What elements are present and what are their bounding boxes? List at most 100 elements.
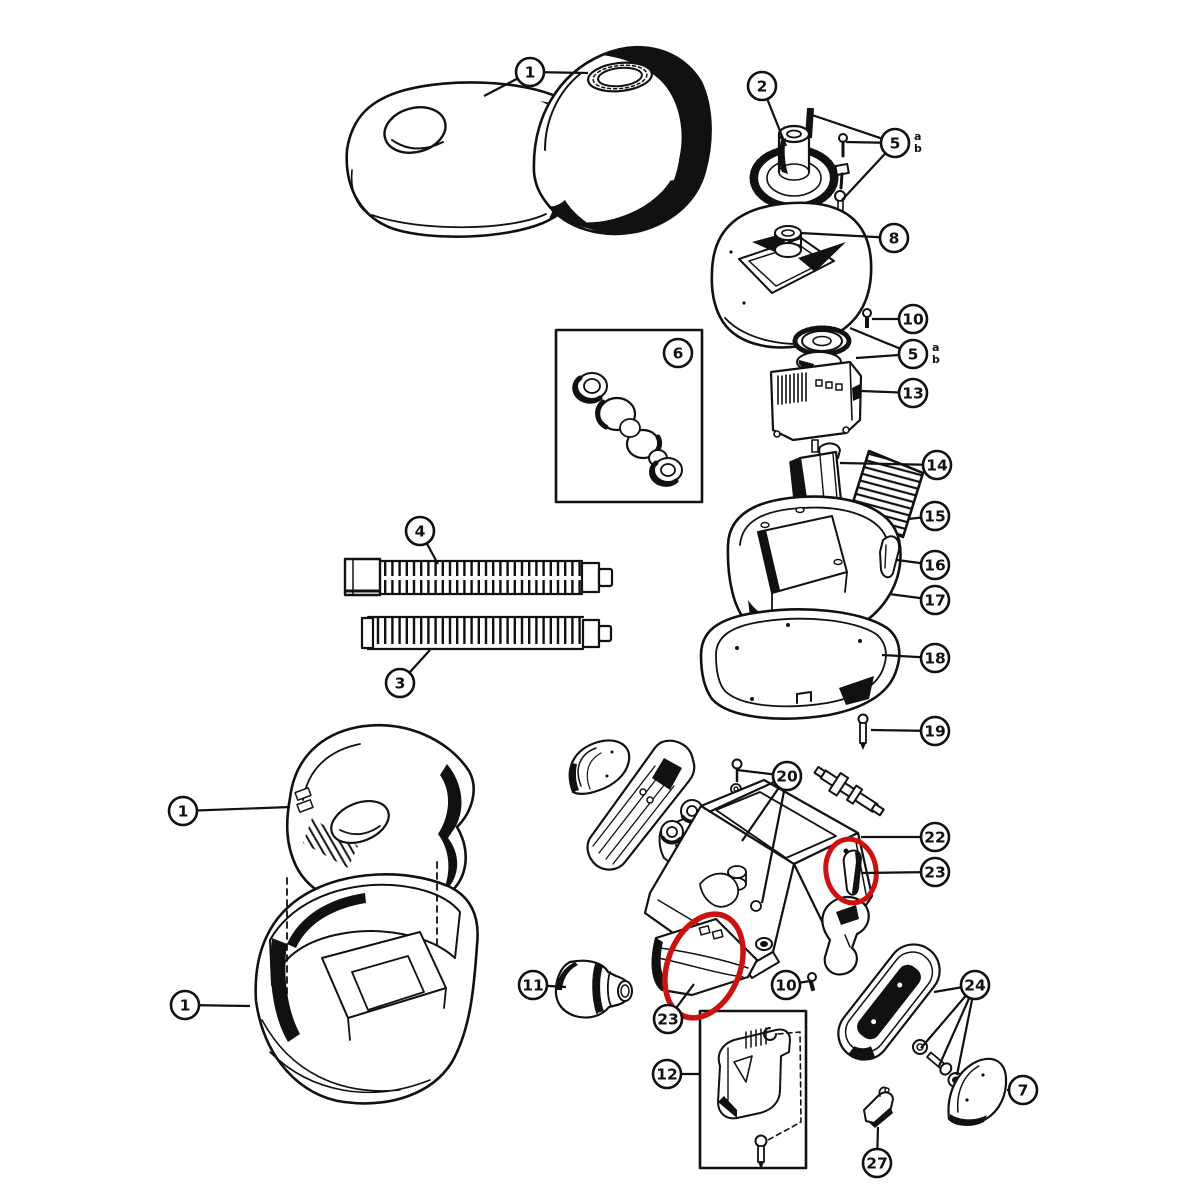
callout-12: 12 (651, 1058, 700, 1090)
part-cone-11 (554, 959, 633, 1019)
callout-number-1-base: 1 (180, 997, 191, 1015)
callout-circle-20 (771, 760, 803, 792)
callout-13: 13 (860, 377, 929, 409)
part-motor-block (769, 360, 863, 453)
callout-circle-1-top (514, 56, 546, 88)
callout-sub-5-mid-b: b (932, 353, 940, 366)
callout-20: 20 (708, 760, 803, 904)
callout-circle-18 (919, 642, 951, 674)
callout-number-13: 13 (902, 385, 924, 403)
callout-number-24: 24 (964, 977, 986, 995)
callout-14: 14 (839, 449, 953, 481)
part-top-cover-dome (532, 46, 712, 236)
callout-sub-5-top-b: b (914, 142, 922, 155)
callout-4: 4 (404, 515, 439, 565)
callout-8: 8 (799, 222, 910, 254)
callout-circle-3 (384, 667, 416, 699)
callout-15: 15 (907, 500, 951, 532)
callout-circle-10-top (897, 303, 929, 335)
callout-24: 24 (920, 969, 991, 1076)
part-screw-5a (838, 133, 848, 158)
callout-1-top: 1 (483, 56, 589, 97)
part-impeller-stack (792, 325, 852, 373)
highlight-circle-part23-right (823, 836, 879, 906)
callout-number-22: 22 (924, 829, 946, 847)
callout-number-16: 16 (924, 557, 946, 575)
leader-line-8 (799, 231, 895, 240)
callout-number-27: 27 (866, 1155, 888, 1173)
callout-circle-23-bottom (652, 1003, 684, 1035)
part-clip-16 (879, 535, 901, 579)
callout-circle-1-mid (167, 795, 199, 827)
callout-number-8: 8 (889, 230, 900, 248)
part-bottom-plate (699, 608, 901, 720)
callout-number-15: 15 (924, 508, 946, 526)
callout-circle-10-bottom (770, 969, 802, 1001)
callout-number-20: 20 (776, 768, 798, 786)
callout-circle-14 (921, 449, 953, 481)
callout-number-1-top: 1 (525, 64, 536, 82)
part-axle (813, 765, 885, 817)
part-vane-23-right (842, 849, 862, 896)
callout-circle-8 (878, 222, 910, 254)
callout-number-2: 2 (757, 78, 768, 96)
callout-sub-5-top-a: a (914, 130, 921, 143)
callout-27: 27 (861, 1126, 893, 1179)
part-bracket-kit-box (698, 1009, 808, 1170)
callout-23-bottom: 23 (652, 983, 695, 1035)
callout-circle-15 (919, 500, 951, 532)
callout-7: 7 (1007, 1074, 1039, 1106)
callout-2: 2 (746, 70, 788, 147)
callout-1-base: 1 (169, 989, 251, 1021)
callout-circle-7 (1007, 1074, 1039, 1106)
callout-number-7: 7 (1018, 1082, 1029, 1100)
callout-circle-23-right (919, 856, 951, 888)
callout-number-23-right: 23 (924, 864, 946, 882)
callout-sub-5-mid-a: a (932, 341, 939, 354)
callout-16: 16 (896, 549, 951, 581)
callout-circle-17 (919, 584, 951, 616)
callout-22: 22 (861, 821, 951, 853)
callout-10-top: 10 (872, 303, 929, 335)
callout-circle-27 (861, 1147, 893, 1179)
callout-number-4: 4 (415, 523, 426, 541)
callout-number-19: 19 (924, 723, 946, 741)
part-clip-27 (863, 1086, 894, 1128)
callout-18: 18 (881, 642, 951, 674)
part-body-top-shell (285, 723, 475, 914)
callout-circle-13 (897, 377, 929, 409)
part-screw-19 (857, 713, 869, 750)
callout-number-5-mid: 5 (908, 346, 919, 364)
callout-19: 19 (870, 715, 951, 747)
part-turn-arm (821, 895, 870, 976)
callout-number-10-bottom: 10 (775, 977, 797, 995)
leader-line-14 (839, 461, 938, 467)
callout-circle-24 (959, 969, 991, 1001)
part-screw-10-top (862, 308, 872, 328)
callout-3: 3 (384, 649, 431, 699)
callout-6: 6 (662, 337, 694, 369)
callout-11: 11 (517, 969, 567, 1001)
part-skirt-plate-24 (837, 943, 941, 1061)
part-wedge-7 (947, 1057, 1008, 1126)
callout-number-10-top: 10 (902, 311, 924, 329)
callout-number-12: 12 (656, 1066, 678, 1084)
callout-circle-2 (746, 70, 778, 102)
part-hose-upper (343, 557, 614, 597)
part-body-base (254, 861, 479, 1105)
callout-number-17: 17 (924, 592, 946, 610)
part-hose-lower (360, 615, 613, 651)
callout-circle-1-base (169, 989, 201, 1021)
callout-number-1-mid: 1 (178, 803, 189, 821)
callout-number-14: 14 (926, 457, 948, 475)
callout-circle-12 (651, 1058, 683, 1090)
part-mid-housing-bowl (726, 495, 902, 643)
highlight-circle-part23-bottom (662, 911, 746, 1021)
callout-number-18: 18 (924, 650, 946, 668)
callout-circle-11 (517, 969, 549, 1001)
part-screw-10-bottom (807, 972, 817, 992)
